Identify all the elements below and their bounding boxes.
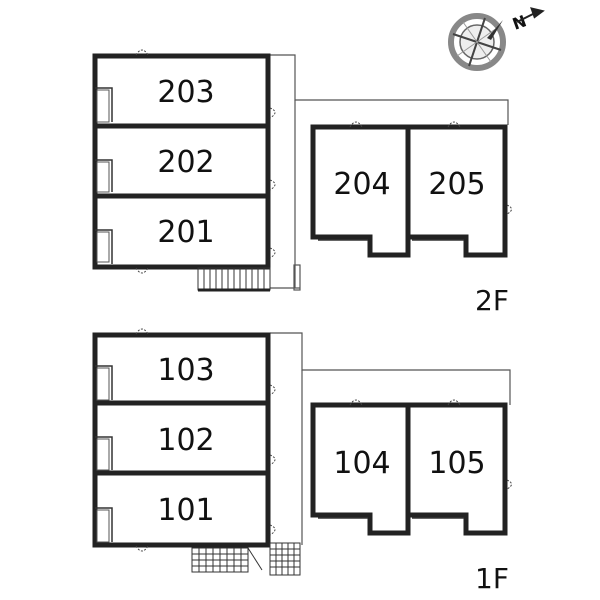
- unit-label-201: 201: [157, 215, 214, 250]
- unit-label-204: 204: [333, 167, 390, 202]
- unit-label-105: 105: [428, 446, 485, 481]
- floor-1f: 103 102 101 104 105 1F: [92, 328, 512, 595]
- unit-label-101: 101: [157, 493, 214, 528]
- floor-label-1f: 1F: [475, 562, 509, 595]
- floor-2f: 203 202 201 204 205 2F: [92, 49, 512, 317]
- unit-label-202: 202: [157, 145, 214, 180]
- unit-label-104: 104: [333, 446, 390, 481]
- stairs-1f: [191, 542, 301, 576]
- floor-label-2f: 2F: [475, 284, 509, 317]
- unit-label-203: 203: [157, 75, 214, 110]
- compass-icon: N: [448, 7, 545, 71]
- stairs-2f: [197, 267, 271, 292]
- unit-label-102: 102: [157, 423, 214, 458]
- compass-north-label: N: [510, 11, 529, 33]
- unit-label-103: 103: [157, 353, 214, 388]
- unit-label-205: 205: [428, 167, 485, 202]
